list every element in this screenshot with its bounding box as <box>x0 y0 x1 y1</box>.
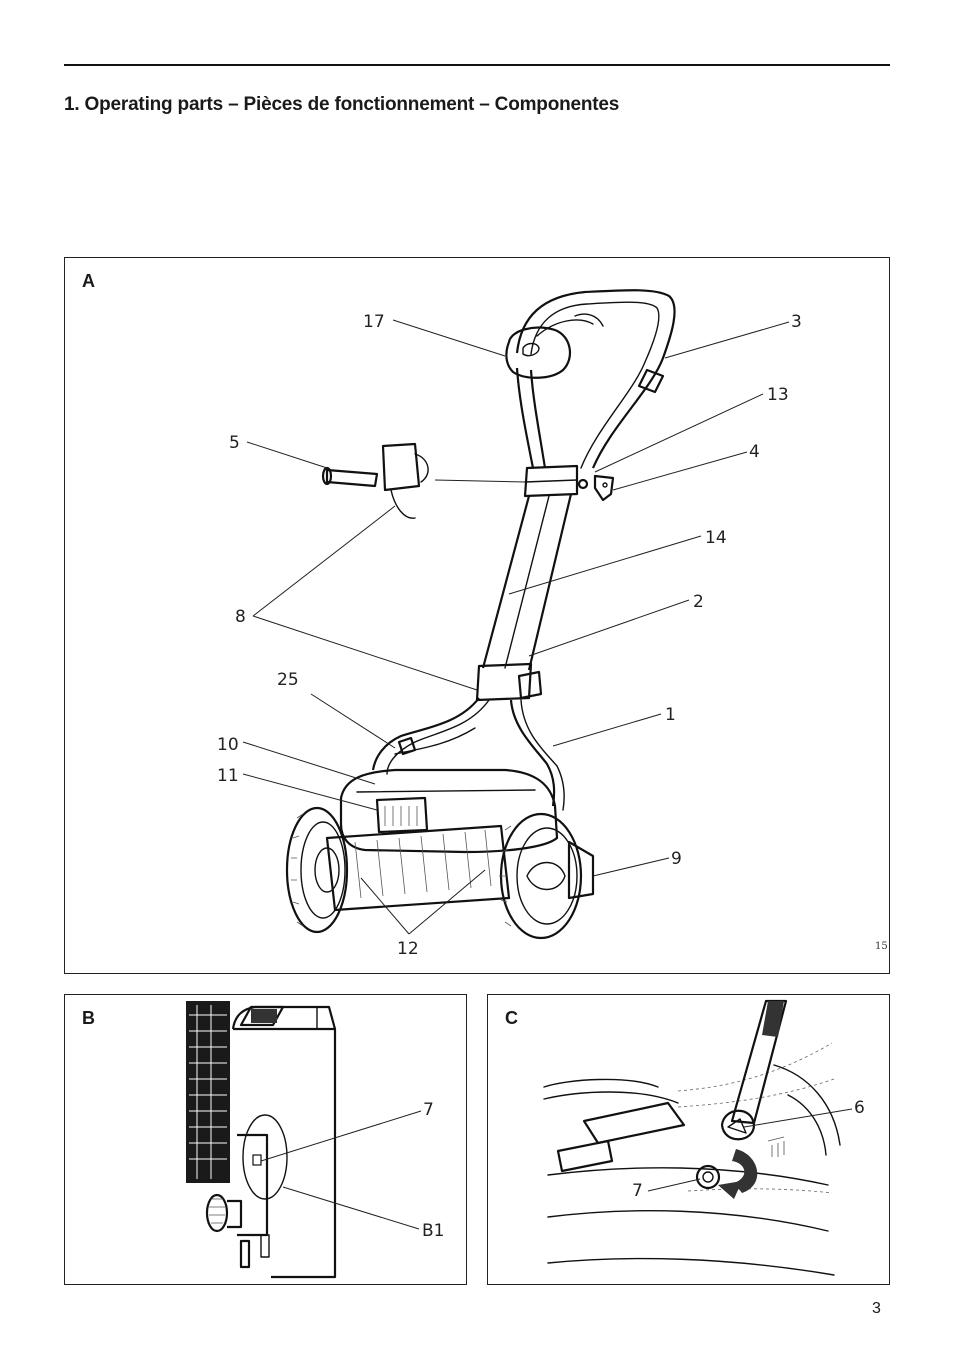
wrench-detail-illustration: 6 7 <box>543 999 865 1276</box>
page-number: 3 <box>872 1300 881 1317</box>
callout-13: 13 <box>767 385 789 405</box>
callout-8: 8 <box>235 607 246 627</box>
callout-5: 5 <box>229 433 240 453</box>
side-detail-illustration: 7 B1 <box>186 1001 444 1279</box>
figure-a-letter: A <box>82 271 95 291</box>
figure-a-mower-overview: A <box>64 257 890 974</box>
corner-mark: 15 <box>875 941 888 952</box>
callout-4: 4 <box>749 442 760 462</box>
callout-6: 6 <box>854 1098 865 1118</box>
callout-9: 9 <box>671 849 682 869</box>
callout-11: 11 <box>217 766 239 786</box>
figure-b-side-detail: B 7 B1 <box>64 994 467 1285</box>
top-rule <box>64 64 890 66</box>
figure-c-letter: C <box>505 1008 518 1028</box>
callout-25: 25 <box>277 670 299 690</box>
figure-c-wrench-detail: C 6 7 <box>487 994 890 1285</box>
callout-1: 1 <box>665 705 676 725</box>
callout-12: 12 <box>397 939 419 959</box>
figure-b-letter: B <box>82 1008 95 1028</box>
callout-3: 3 <box>791 312 802 332</box>
callout-14: 14 <box>705 528 727 548</box>
callout-17: 17 <box>363 312 385 332</box>
callout-7: 7 <box>423 1100 434 1120</box>
callout-10: 10 <box>217 735 239 755</box>
callout-7: 7 <box>632 1181 643 1201</box>
callout-B1: B1 <box>422 1221 444 1241</box>
callout-2: 2 <box>693 592 704 612</box>
section-heading: 1. Operating parts – Pièces de fonctionn… <box>64 94 620 115</box>
mower-illustration: 17 3 13 5 4 14 8 2 25 1 10 11 9 12 15 <box>217 289 888 959</box>
